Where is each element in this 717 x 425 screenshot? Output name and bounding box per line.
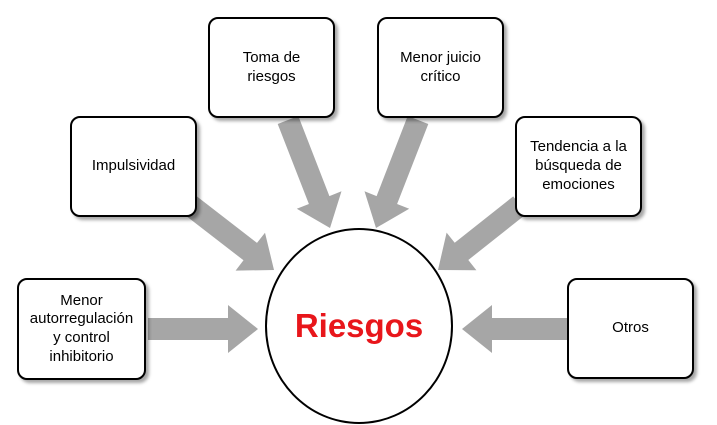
node-label: Tendencia a la búsqueda de emociones [530,138,627,193]
arrow-menor-autorregulacion [148,305,258,353]
node-label: Menor autorregulación y control inhibito… [29,291,134,365]
node-tendencia-busqueda-emociones: Tendencia a la búsqueda de emociones [515,116,642,217]
node-otros: Otros [567,278,694,379]
arrow-tendencia-busqueda-emociones [438,196,527,271]
arrow-toma-de-riesgos [277,116,342,228]
node-menor-juicio-critico: Menor juicio crítico [377,17,504,118]
node-label: Toma de riesgos [242,48,301,85]
node-toma-de-riesgos: Toma de riesgos [208,17,335,118]
arrow-menor-juicio-critico [364,116,429,228]
node-impulsividad: Impulsividad [70,116,197,217]
center-label: Riesgos [294,307,424,344]
arrow-otros [462,305,568,353]
node-label: Menor juicio crítico [400,48,481,85]
center-circle: Riesgos [265,228,453,424]
node-label: Impulsividad [91,157,176,175]
arrow-impulsividad [183,196,274,271]
node-label: Otros [612,319,649,337]
node-menor-autorregulacion: Menor autorregulación y control inhibito… [17,278,146,380]
